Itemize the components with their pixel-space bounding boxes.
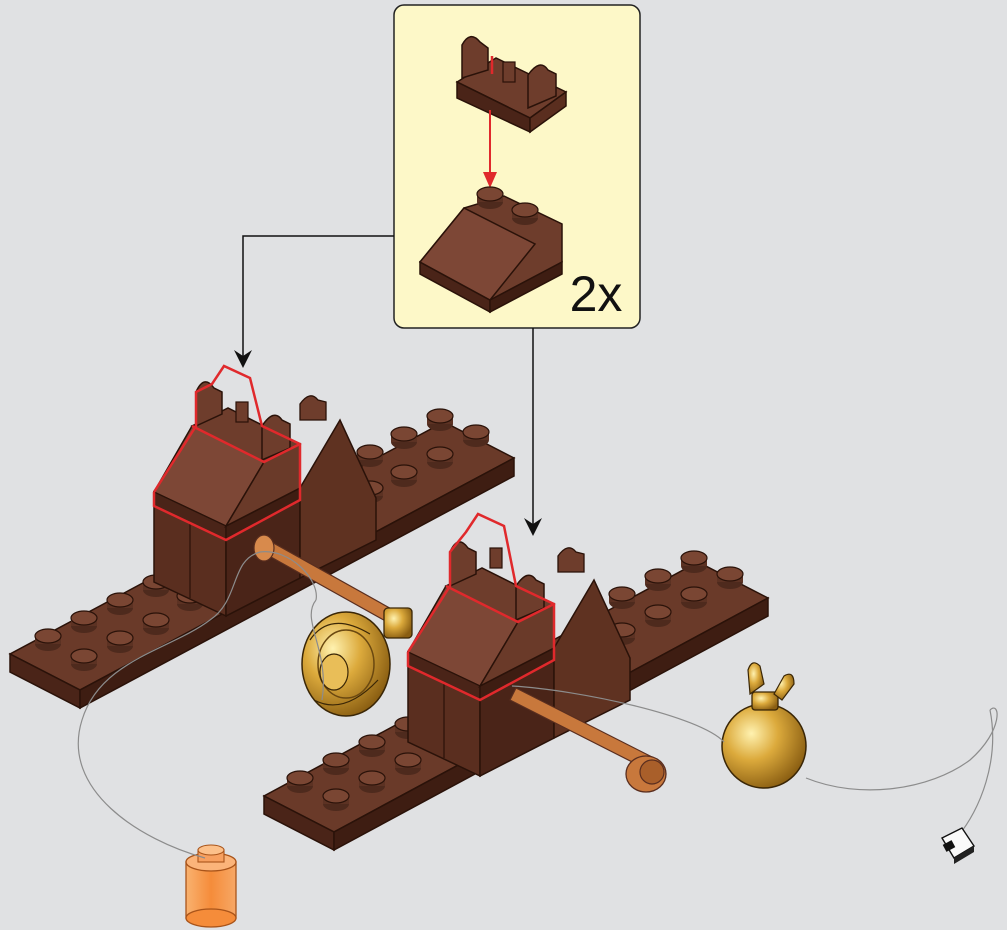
gold-gear-wheel [302,608,412,716]
orange-transparent-round-brick [186,845,236,927]
callout-pointer-left [234,236,394,368]
callout-quantity: 2x [570,266,623,322]
left-pillar [154,366,376,616]
callout-box: 2x [394,5,640,328]
gold-flame-bowl [722,663,806,788]
callout-pointer-right [524,328,542,536]
wire-connector-plug [942,828,974,864]
